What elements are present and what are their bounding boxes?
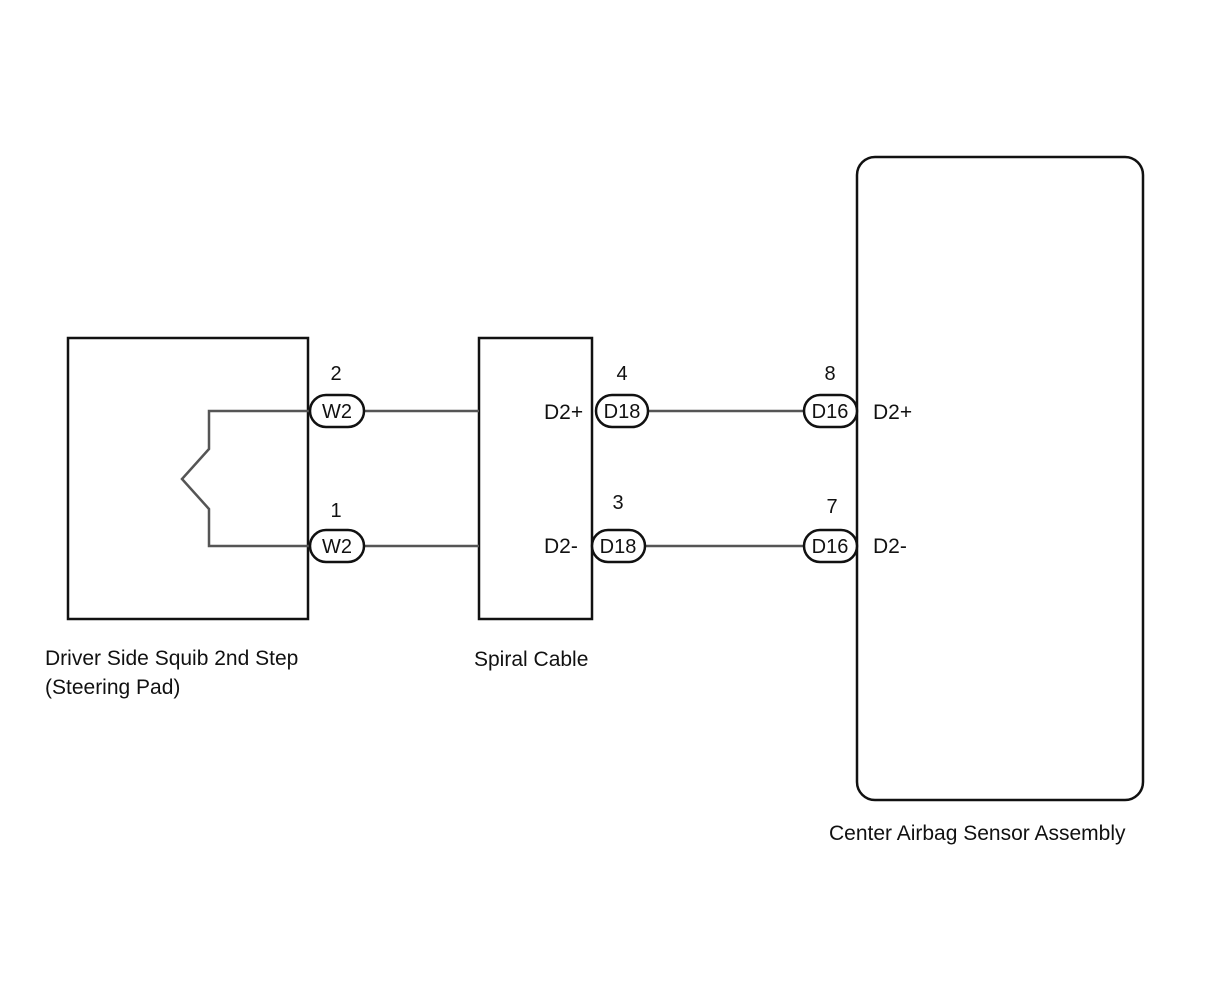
connector-d16-top-label: D16: [812, 401, 849, 423]
squib-name-line2: (Steering Pad): [45, 676, 180, 699]
pin-number-d18-bottom: 3: [612, 492, 623, 514]
connector-d18-top-oval: [594, 393, 650, 429]
connector-d18-bottom-label: D18: [600, 536, 637, 558]
connector-d18-top-label: D18: [604, 401, 641, 423]
connector-w2-top-label: W2: [322, 401, 352, 423]
connector-d18-bottom-oval: [590, 528, 647, 564]
connector-d16-bottom-oval: [802, 528, 859, 564]
connector-d16-top: D16 8: [802, 363, 859, 429]
pin-number-d18-top: 4: [616, 363, 627, 385]
squib-name-line1: Driver Side Squib 2nd Step: [45, 647, 298, 670]
spiral-terminal-d2-minus: D2-: [544, 535, 578, 558]
connector-d18-bottom: D18 3: [590, 492, 647, 564]
connector-w2-top-oval: [308, 393, 366, 429]
connector-w2-top: W2 2: [308, 363, 366, 429]
sensor-assembly-box: [855, 155, 1145, 802]
connector-w2-bottom-oval: [308, 528, 366, 564]
spiral-cable-name: Spiral Cable: [474, 648, 588, 671]
pin-number-w2-top: 2: [330, 363, 341, 385]
connector-w2-bottom: W2 1: [308, 500, 366, 564]
spiral-cable-box: [477, 336, 594, 621]
connector-w2-bottom-label: W2: [322, 536, 352, 558]
sensor-terminal-d2-plus: D2+: [873, 401, 912, 424]
pin-number-d16-bottom: 7: [826, 496, 837, 518]
spiral-terminal-d2-plus: D2+: [544, 401, 583, 424]
connector-d16-bottom-label: D16: [812, 536, 849, 558]
squib-box: [66, 336, 310, 621]
sensor-assembly-name: Center Airbag Sensor Assembly: [829, 822, 1126, 845]
pin-number-d16-top: 8: [824, 363, 835, 385]
sensor-terminal-d2-minus: D2-: [873, 535, 907, 558]
connector-d16-bottom: D16 7: [802, 496, 859, 564]
squib-element: [180, 409, 310, 548]
pin-number-w2-bottom: 1: [330, 500, 341, 522]
connector-d18-top: D18 4: [594, 363, 650, 429]
connector-d16-top-oval: [802, 393, 859, 429]
